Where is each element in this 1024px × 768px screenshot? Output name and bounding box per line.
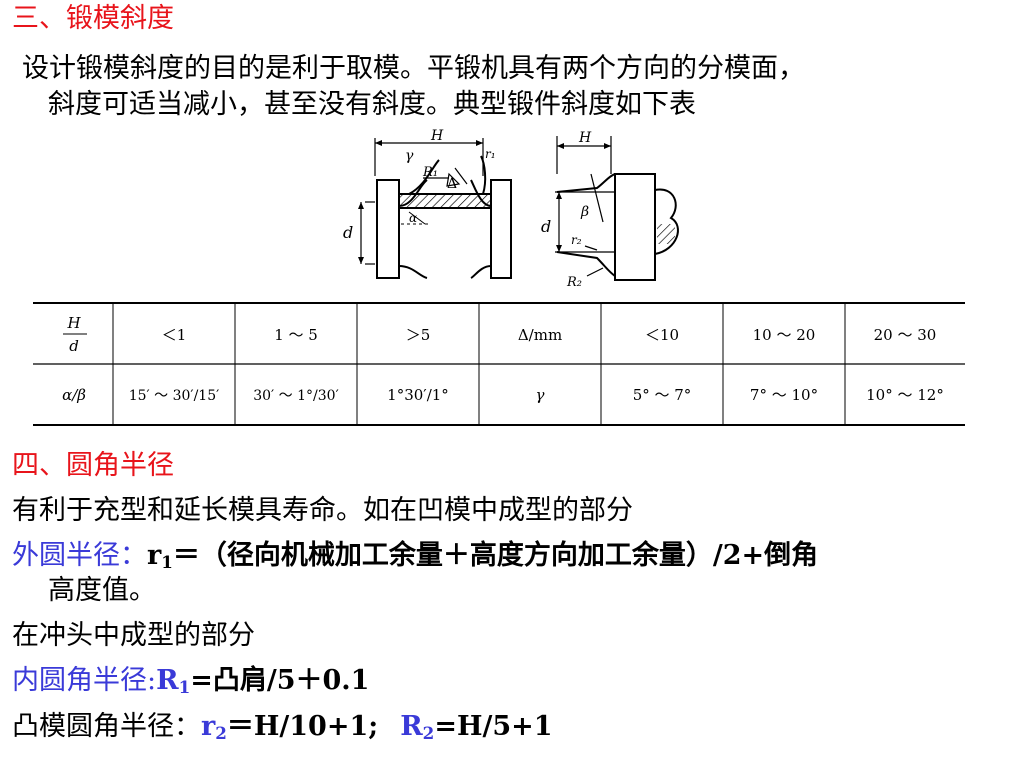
table-header-d: d [69,337,79,355]
outer-radius-label: 外圆半径： [12,540,147,571]
right-label-h: H [578,130,592,146]
right-label-big-r2: R₂ [566,275,582,290]
table-cell-r2c5: 5° ～ 7° [633,386,692,404]
die-big-r-symbol: R2 [400,711,435,744]
table-cell-r1c4: Δ/mm [518,326,562,344]
inner-radius-expression: =凸肩/5＋0.1 [190,665,370,696]
table-cell-r2c7: 10° ～ 12° [866,386,944,404]
outer-radius-expression: ＝（径向机械加工余量＋高度方向加工余量）/2+倒角 [172,540,819,571]
left-label-delta: Δ [447,176,457,192]
table-row2-label: α/β [62,386,86,404]
table-cell-r2c6: 7° ～ 10° [750,386,818,404]
table-cell-r1c5: ＜10 [645,326,679,344]
section3-paragraph-line1: 设计锻模斜度的目的是利于取模。平锻机具有两个方向的分模面， [22,53,805,84]
section3-paragraph-line2: 斜度可适当减小，甚至没有斜度。典型锻件斜度如下表 [48,89,696,120]
outer-radius-continuation: 高度值。 [48,575,156,606]
table-cell-r1c1: ＜1 [162,326,187,344]
left-label-r1: r₁ [485,147,496,161]
right-label-beta: β [580,204,589,220]
left-label-big-r1: R₁ [422,165,438,180]
section3-heading: 三、锻模斜度 [12,3,174,34]
inner-radius-symbol: R1 [156,665,191,698]
die-radius-label: 凸模圆角半径： [12,711,201,742]
right-forging-drawing [555,136,679,281]
table-cell-r2c4: γ [536,386,545,404]
section4-intro: 有利于充型和延长模具寿命。如在凹模中成型的部分 [12,495,633,526]
die-big-r-expression: =H/5+1 [434,711,553,742]
die-small-r-expression: ＝H/10+1; [226,711,379,742]
outer-radius-formula: 外圆半径：r1＝（径向机械加工余量＋高度方向加工余量）/2+倒角 [12,539,818,573]
left-forging-drawing [358,138,512,279]
inner-radius-label: 内圆角半径: [12,665,157,696]
table-cell-r1c6: 10 ～ 20 [753,326,816,344]
draft-angle-table: H d ＜1 1 ～ 5 ＞5 Δ/mm ＜10 10 ～ 20 20 ～ 30… [33,302,965,426]
table-cell-r2c2: 30′ ～ 1°/30′ [253,388,339,404]
table-header-h: H [66,314,81,332]
inner-radius-formula: 内圆角半径:R1=凸肩/5＋0.1 [12,664,369,698]
left-label-d: d [343,223,353,242]
table-cell-r1c3: ＞5 [406,326,431,344]
table-cell-r2c3: 1°30′/1° [387,386,449,404]
right-label-d: d [541,217,551,236]
section4-heading: 四、圆角半径 [12,450,174,481]
table-cell-r2c1: 15′ ～ 30′/15′ [129,388,220,404]
die-radius-formula: 凸模圆角半径：r2＝H/10+1; R2=H/5+1 [12,710,553,744]
left-label-gamma: γ [405,148,414,164]
left-label-h: H [430,128,444,144]
right-label-r2: r₂ [571,233,582,247]
table-cell-r1c7: 20 ～ 30 [874,326,937,344]
die-small-r-symbol: r2 [201,711,227,744]
left-label-alpha: α [409,211,417,225]
outer-radius-symbol: r1 [147,540,173,573]
forging-figures: H γ r₁ R₁ Δ α d H β r₂ R₂ d [343,128,679,290]
table-cell-r1c2: 1 ～ 5 [274,326,318,344]
punch-section-text: 在冲头中成型的部分 [12,620,255,651]
